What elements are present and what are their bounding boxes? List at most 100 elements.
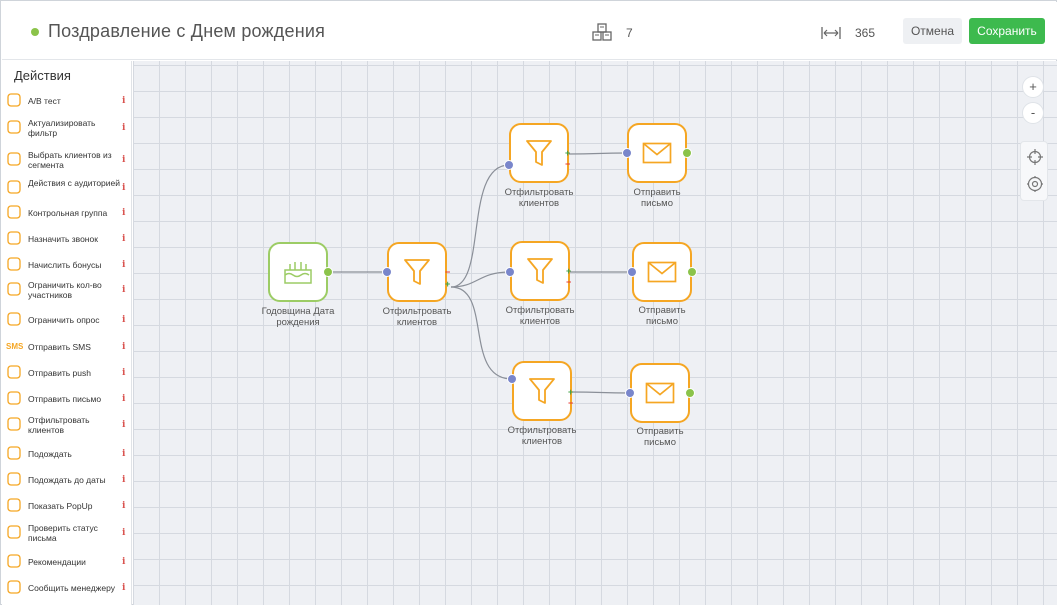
sidebar-item[interactable]: Актуализировать фильтр i bbox=[2, 115, 131, 141]
header-bar: Поздравление с Днем рождения 7 365 Отмен… bbox=[2, 2, 1057, 60]
node-start-label: Годовщина Дата рождения bbox=[261, 306, 335, 328]
edge-f3-m3 bbox=[571, 391, 631, 394]
email-2-output-port[interactable] bbox=[687, 267, 697, 277]
headset-icon bbox=[6, 230, 24, 248]
filter-2-yes-port[interactable]: + bbox=[566, 266, 572, 276]
info-icon[interactable]: i bbox=[122, 96, 126, 106]
info-icon[interactable]: i bbox=[122, 583, 126, 593]
node-start[interactable] bbox=[268, 242, 328, 302]
node-filter-main-label: Отфильтровать клиентов bbox=[382, 306, 452, 328]
email-2-input-port[interactable] bbox=[627, 267, 637, 277]
info-icon[interactable]: i bbox=[122, 501, 126, 511]
node-email-3-label: Отправить письмо bbox=[636, 426, 684, 448]
info-icon[interactable]: i bbox=[122, 528, 126, 538]
crosshair-icon[interactable] bbox=[1025, 147, 1045, 167]
filter-3-input-port[interactable] bbox=[507, 374, 517, 384]
zoom-out-button[interactable]: - bbox=[1022, 102, 1044, 124]
birthday-cake-icon bbox=[284, 262, 312, 284]
node-email-1-label: Отправить письмо bbox=[633, 187, 681, 209]
pie-chart-icon bbox=[6, 151, 24, 169]
info-icon[interactable]: i bbox=[122, 449, 126, 459]
campaign-title[interactable]: Поздравление с Днем рождения bbox=[48, 21, 326, 41]
envelope-check-icon bbox=[6, 524, 24, 542]
envelope-icon bbox=[642, 142, 672, 164]
node-filter-1[interactable] bbox=[509, 123, 569, 183]
filter-1-yes-port[interactable]: + bbox=[565, 148, 571, 158]
node-filter-3[interactable] bbox=[512, 361, 572, 421]
save-button[interactable]: Сохранить bbox=[969, 18, 1045, 44]
email-1-output-port[interactable] bbox=[682, 148, 692, 158]
zoom-in-button[interactable]: + bbox=[1022, 76, 1044, 98]
sidebar-item-label: A/B тест bbox=[28, 96, 61, 106]
cancel-button[interactable]: Отмена bbox=[903, 18, 962, 44]
filter-1-no-port[interactable]: − bbox=[565, 159, 571, 169]
info-icon[interactable]: i bbox=[122, 208, 126, 218]
filter-3-yes-port[interactable]: + bbox=[568, 387, 574, 397]
info-icon[interactable]: i bbox=[122, 315, 126, 325]
sidebar-title: Действия bbox=[14, 68, 71, 83]
sidebar-item-label: Актуализировать фильтр bbox=[28, 118, 96, 138]
info-icon[interactable]: i bbox=[122, 260, 126, 270]
sidebar-item-label: Отправить push bbox=[28, 368, 91, 378]
canvas-tools-panel bbox=[1020, 141, 1048, 201]
filter-1-input-port[interactable] bbox=[504, 160, 514, 170]
node-filter-1-label: Отфильтровать клиентов bbox=[504, 187, 574, 209]
filter-main-yes-port[interactable]: + bbox=[445, 279, 451, 289]
info-icon[interactable]: i bbox=[122, 475, 126, 485]
node-email-2[interactable] bbox=[632, 242, 692, 302]
sidebar-item[interactable]: Подождать до даты i bbox=[2, 467, 131, 493]
sidebar-item-label: Начислить бонусы bbox=[28, 260, 102, 270]
sidebar-item-label: Отфильтровать клиентов bbox=[28, 415, 90, 435]
clipboard-icon bbox=[6, 92, 24, 110]
boxes-icon bbox=[592, 23, 612, 41]
email-3-output-port[interactable] bbox=[685, 388, 695, 398]
gear-icon[interactable] bbox=[1025, 174, 1045, 194]
sms-icon: SMS bbox=[6, 342, 24, 351]
bookmark-icon bbox=[6, 179, 24, 197]
sidebar-item-label: Подождать до даты bbox=[28, 475, 106, 485]
node-email-1[interactable] bbox=[627, 123, 687, 183]
info-icon[interactable]: i bbox=[122, 394, 126, 404]
sidebar-item[interactable]: Отфильтровать клиентов i bbox=[2, 412, 131, 438]
filter-main-input-port[interactable] bbox=[382, 267, 392, 277]
filter-2-input-port[interactable] bbox=[505, 267, 515, 277]
node-email-3[interactable] bbox=[630, 363, 690, 423]
email-1-input-port[interactable] bbox=[622, 148, 632, 158]
sidebar-item[interactable]: Отправить push i bbox=[2, 360, 131, 386]
info-icon[interactable]: i bbox=[122, 234, 126, 244]
workflow-canvas[interactable]: Годовщина Дата рождения − + Отфильтроват… bbox=[133, 61, 1057, 605]
filter-3-no-port[interactable]: − bbox=[568, 398, 574, 408]
info-icon[interactable]: i bbox=[122, 285, 126, 295]
info-icon[interactable]: i bbox=[122, 557, 126, 567]
start-output-port[interactable] bbox=[323, 267, 333, 277]
info-icon[interactable]: i bbox=[122, 342, 126, 352]
info-icon[interactable]: i bbox=[122, 183, 126, 193]
node-filter-3-label: Отфильтровать клиентов bbox=[507, 425, 577, 447]
info-icon[interactable]: i bbox=[122, 368, 126, 378]
info-icon[interactable]: i bbox=[122, 155, 126, 165]
node-filter-2[interactable] bbox=[510, 241, 570, 301]
edge-f0-f1 bbox=[450, 164, 510, 288]
info-icon[interactable]: i bbox=[122, 123, 126, 133]
node-filter-main[interactable] bbox=[387, 242, 447, 302]
sidebar-item[interactable]: A/B тест i bbox=[2, 88, 131, 114]
info-icon[interactable]: i bbox=[122, 420, 126, 430]
sidebar-item[interactable]: Начислить бонусы i bbox=[2, 252, 131, 278]
filter-2-no-port[interactable]: − bbox=[566, 277, 572, 287]
filter-main-no-port[interactable]: − bbox=[445, 267, 451, 277]
email-3-input-port[interactable] bbox=[625, 388, 635, 398]
